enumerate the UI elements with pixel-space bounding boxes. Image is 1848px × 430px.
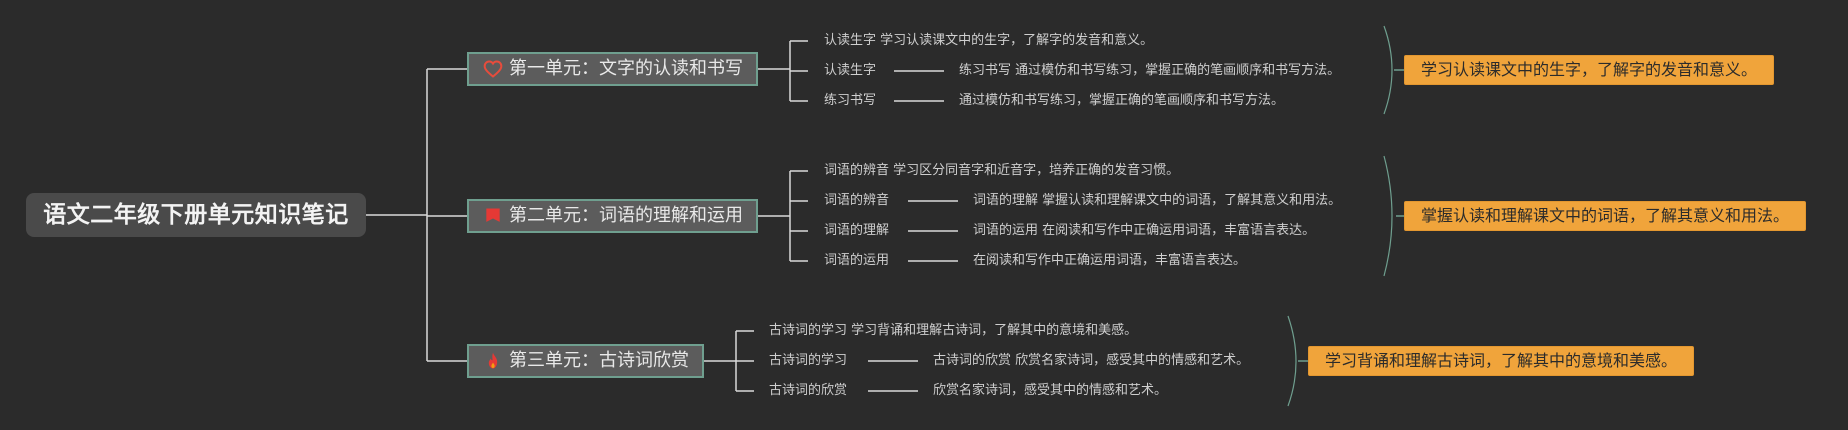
unit-3-summary-brace <box>1287 315 1297 407</box>
unit-2-leaf-3-key[interactable]: 词语的理解 <box>824 223 890 238</box>
unit-1-leaf-3-value[interactable]: 通过模仿和书写练习，掌握正确的笔画顺序和书写方法。 <box>959 93 1285 108</box>
unit-1-leaf-1[interactable]: 认读生字 学习认读课文中的生字，了解字的发音和意义。 <box>824 33 1154 48</box>
unit-2-label: 第二单元：词语的理解和运用 <box>509 205 743 226</box>
unit-2-summary-brace <box>1383 155 1393 277</box>
unit-3-leaf-3-value[interactable]: 欣赏名家诗词，感受其中的情感和艺术。 <box>933 383 1168 398</box>
root-topic[interactable]: 语文二年级下册单元知识笔记 <box>26 193 366 237</box>
unit-3-leaf-3-key[interactable]: 古诗词的欣赏 <box>769 383 848 398</box>
flag-icon <box>483 206 503 226</box>
unit-1-summary[interactable]: 学习认读课文中的生字，了解字的发音和意义。 <box>1404 55 1775 85</box>
unit-3-topic[interactable]: 第三单元：古诗词欣赏 <box>467 344 704 378</box>
unit-3-label: 第三单元：古诗词欣赏 <box>509 350 689 371</box>
unit-3-leaf-2-key[interactable]: 古诗词的学习 <box>769 353 848 368</box>
unit-2-summary[interactable]: 掌握认读和理解课文中的词语，了解其意义和用法。 <box>1404 201 1807 231</box>
unit-1-summary-brace <box>1383 25 1393 115</box>
unit-2-leaf-4-value[interactable]: 在阅读和写作中正确运用词语，丰富语言表达。 <box>973 253 1247 268</box>
unit-3-summary[interactable]: 学习背诵和理解古诗词，了解其中的意境和美感。 <box>1308 346 1695 376</box>
unit-1-leaf-2-value[interactable]: 练习书写 通过模仿和书写练习，掌握正确的笔画顺序和书写方法。 <box>959 63 1341 78</box>
unit-2-leaf-2-value[interactable]: 词语的理解 掌握认读和理解课文中的词语，了解其意义和用法。 <box>973 193 1342 208</box>
unit-2-leaf-4-key[interactable]: 词语的运用 <box>824 253 890 268</box>
unit-2-topic[interactable]: 第二单元：词语的理解和运用 <box>467 199 758 233</box>
fire-icon <box>483 351 503 371</box>
unit-1-leaf-2-key[interactable]: 认读生字 <box>824 63 877 78</box>
unit-1-label: 第一单元：文字的认读和书写 <box>509 58 743 79</box>
unit-2-leaf-3-value[interactable]: 词语的运用 在阅读和写作中正确运用词语，丰富语言表达。 <box>973 223 1316 238</box>
unit-1-leaf-3-key[interactable]: 练习书写 <box>824 93 877 108</box>
heart-icon <box>483 59 503 79</box>
unit-3-leaf-1[interactable]: 古诗词的学习 学习背诵和理解古诗词，了解其中的意境和美感。 <box>769 323 1138 338</box>
unit-2-leaf-2-key[interactable]: 词语的辨音 <box>824 193 890 208</box>
unit-1-topic[interactable]: 第一单元：文字的认读和书写 <box>467 52 758 86</box>
unit-3-leaf-2-value[interactable]: 古诗词的欣赏 欣赏名家诗词，感受其中的情感和艺术。 <box>933 353 1250 368</box>
unit-2-leaf-1[interactable]: 词语的辨音 学习区分同音字和近音字，培养正确的发音习惯。 <box>824 163 1180 178</box>
